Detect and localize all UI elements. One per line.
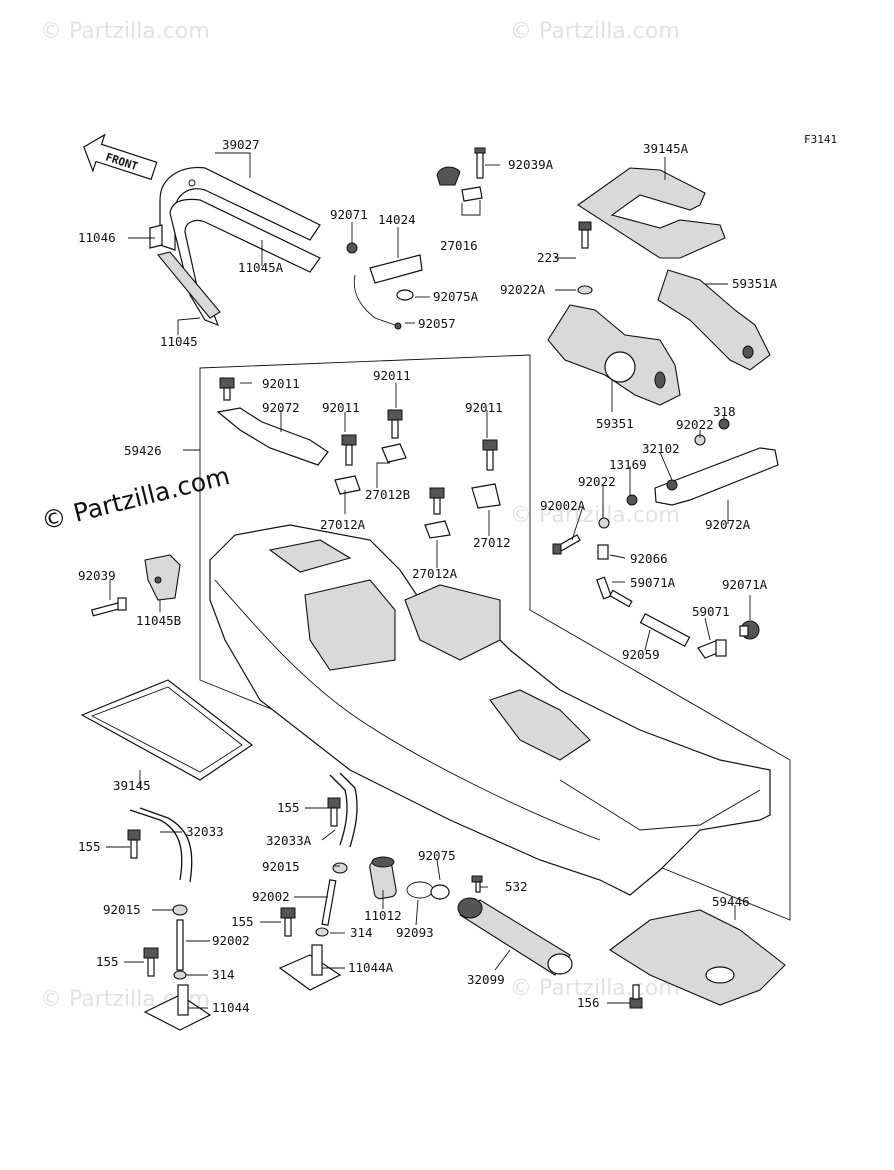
label-92015-a: 92015 xyxy=(262,859,300,874)
label-59071: 59071 xyxy=(692,604,730,619)
label-39145: 39145 xyxy=(113,778,151,793)
label-11045: 11045 xyxy=(160,334,198,349)
label-39027: 39027 xyxy=(222,137,260,152)
label-92057: 92057 xyxy=(418,316,456,331)
label-39145a: 39145A xyxy=(643,141,689,156)
gasket-icon xyxy=(80,679,254,781)
label-92075: 92075 xyxy=(418,848,456,863)
label-27016: 27016 xyxy=(440,238,478,253)
label-155-d: 155 xyxy=(96,954,119,969)
label-223: 223 xyxy=(537,250,560,265)
intake-parts-icon xyxy=(369,856,483,900)
stud-stack-mid-icon xyxy=(278,862,348,991)
label-11046: 11046 xyxy=(78,230,116,245)
label-318: 318 xyxy=(713,404,736,419)
label-92075a: 92075A xyxy=(433,289,479,304)
vent-cap-icon xyxy=(436,147,486,202)
bottom-plate-icon xyxy=(609,909,786,1009)
label-11044a: 11044A xyxy=(348,960,394,975)
label-92059: 92059 xyxy=(622,647,660,662)
label-11045a: 11045A xyxy=(238,260,284,275)
label-27012b: 27012B xyxy=(365,487,410,502)
front-arrow-icon: FRONT xyxy=(83,133,158,181)
label-156: 156 xyxy=(577,995,600,1010)
label-92022a: 92022A xyxy=(500,282,546,297)
fastener-group-icon xyxy=(216,377,501,539)
pin-92039-icon xyxy=(90,597,127,617)
stud-stack-left-icon xyxy=(143,904,212,1031)
watermark-main: © Partzilla.com xyxy=(38,461,232,536)
label-92002-b: 92002 xyxy=(212,933,250,948)
label-11045b: 11045B xyxy=(136,613,181,628)
muffler-icon xyxy=(457,897,573,976)
label-92071a: 92071A xyxy=(722,577,768,592)
label-92066: 92066 xyxy=(630,551,668,566)
label-32033: 32033 xyxy=(186,824,224,839)
bracket-59351a-icon xyxy=(657,269,771,371)
label-314-b: 314 xyxy=(212,967,235,982)
label-92022-a: 92022 xyxy=(676,417,714,432)
hull-icon xyxy=(209,524,771,896)
label-92011-a: 92011 xyxy=(262,376,300,391)
label-92022-b: 92022 xyxy=(578,474,616,489)
watermark-top-left: © Partzilla.com xyxy=(40,19,210,44)
label-314-a: 314 xyxy=(350,925,373,940)
label-59351: 59351 xyxy=(596,416,634,431)
label-532: 532 xyxy=(505,879,528,894)
label-155-a: 155 xyxy=(277,800,300,815)
tube-32033a-icon xyxy=(327,772,358,848)
steering-cover-icon xyxy=(547,304,681,406)
storage-cover-icon xyxy=(577,167,726,259)
label-27012a-a: 27012A xyxy=(320,517,366,532)
label-92011-d: 92011 xyxy=(465,400,503,415)
bolt-92002a-icon xyxy=(552,534,633,608)
watermark-top-right: © Partzilla.com xyxy=(510,19,680,44)
label-92011-b: 92011 xyxy=(322,400,360,415)
label-59426: 59426 xyxy=(124,443,162,458)
label-92039: 92039 xyxy=(78,568,116,583)
label-27012: 27012 xyxy=(473,535,511,550)
label-92015-b: 92015 xyxy=(103,902,141,917)
tube-32033-icon xyxy=(127,807,193,883)
leader-lines xyxy=(106,152,751,1009)
label-92072: 92072 xyxy=(262,400,300,415)
watermark-bottom-right: © Partzilla.com xyxy=(510,976,680,1001)
part-labels: 39027 11046 11045A 11045 92071 14024 920… xyxy=(78,137,778,1015)
label-59351a: 59351A xyxy=(732,276,778,291)
bracket-11045b-icon xyxy=(144,554,181,601)
label-155-c: 155 xyxy=(231,914,254,929)
label-32033a: 32033A xyxy=(266,833,312,848)
label-11044: 11044 xyxy=(212,1000,250,1015)
label-155-b: 155 xyxy=(78,839,101,854)
label-92093: 92093 xyxy=(396,925,434,940)
label-13169: 13169 xyxy=(609,457,647,472)
label-59446: 59446 xyxy=(712,894,750,909)
label-92011-c: 92011 xyxy=(373,368,411,383)
label-92002-a: 92002 xyxy=(252,889,290,904)
label-32099: 32099 xyxy=(467,972,505,987)
watermark-center: © Partzilla.com xyxy=(510,503,680,528)
label-11012: 11012 xyxy=(364,908,402,923)
label-92072a: 92072A xyxy=(705,517,751,532)
label-92039a: 92039A xyxy=(508,157,554,172)
hose-fittings-icon xyxy=(639,613,760,659)
label-14024: 14024 xyxy=(378,212,416,227)
grab-handle-icon xyxy=(149,166,321,327)
label-92071: 92071 xyxy=(330,207,368,222)
assembly-outline xyxy=(199,354,791,921)
pad-icon xyxy=(346,242,423,330)
label-92002a: 92002A xyxy=(540,498,586,513)
figure-code: F3141 xyxy=(804,133,837,146)
label-59071a: 59071A xyxy=(630,575,676,590)
label-27012a-b: 27012A xyxy=(412,566,458,581)
label-32102: 32102 xyxy=(642,441,680,456)
bolt-223-icon xyxy=(577,221,593,295)
